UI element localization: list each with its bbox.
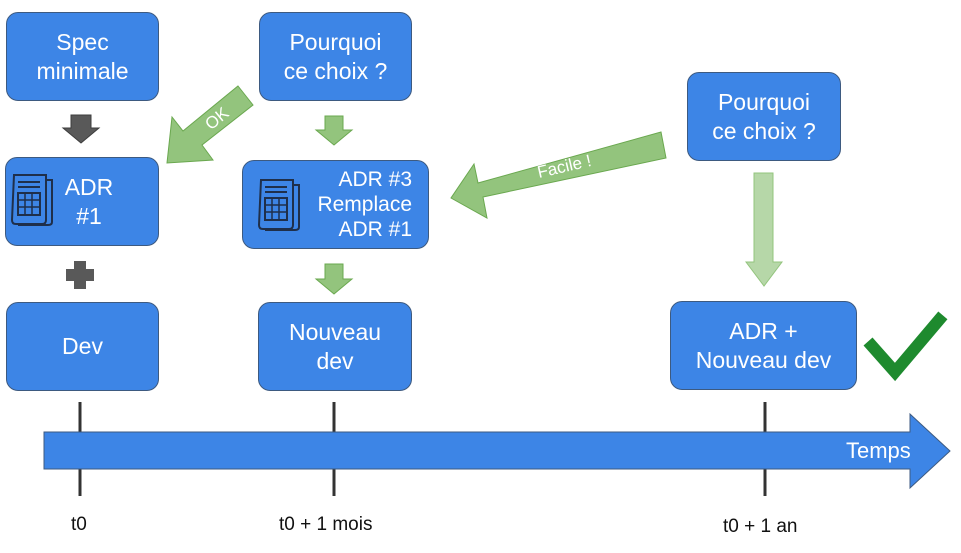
box-spec-label: Spec minimale bbox=[36, 28, 129, 84]
arrow-ok bbox=[166, 85, 254, 164]
arrow-why2-to-adrnew bbox=[745, 172, 783, 287]
box-pourquoi-1: Pourquoi ce choix ? bbox=[259, 12, 412, 101]
arrow-spec-to-adr1 bbox=[61, 114, 101, 144]
document-icon bbox=[257, 179, 300, 231]
box-nouveau-dev: Nouveau dev bbox=[258, 302, 412, 391]
arrow-adr3-to-newdev bbox=[314, 263, 354, 295]
checkmark-icon bbox=[863, 311, 948, 382]
box-adr1-label: ADR #1 bbox=[64, 173, 114, 229]
box-pourquoi-2-label: Pourquoi ce choix ? bbox=[712, 88, 816, 144]
tick-label-t0-1-an: t0 + 1 an bbox=[723, 516, 798, 537]
tick-label-t0-1-mois: t0 + 1 mois bbox=[279, 514, 373, 535]
timeline-arrow bbox=[43, 412, 951, 490]
box-dev: Dev bbox=[6, 302, 159, 391]
box-adr3-label: ADR #3 Remplace ADR #1 bbox=[317, 168, 412, 241]
arrow-facile bbox=[450, 131, 667, 219]
arrow-why1-to-adr3 bbox=[314, 115, 354, 146]
plus-icon bbox=[66, 261, 94, 289]
tick-label-t0: t0 bbox=[71, 514, 87, 535]
box-pourquoi-1-label: Pourquoi ce choix ? bbox=[283, 28, 388, 84]
box-spec-minimale: Spec minimale bbox=[6, 12, 159, 101]
box-dev-label: Dev bbox=[62, 333, 103, 359]
box-adr-nouveau-dev: ADR + Nouveau dev bbox=[670, 301, 857, 390]
timeline-label: Temps bbox=[846, 438, 911, 463]
box-adr-nouveau-dev-label: ADR + Nouveau dev bbox=[695, 317, 832, 373]
box-nouveau-dev-label: Nouveau dev bbox=[288, 318, 382, 374]
document-icon bbox=[10, 174, 53, 226]
box-pourquoi-2: Pourquoi ce choix ? bbox=[687, 72, 841, 161]
